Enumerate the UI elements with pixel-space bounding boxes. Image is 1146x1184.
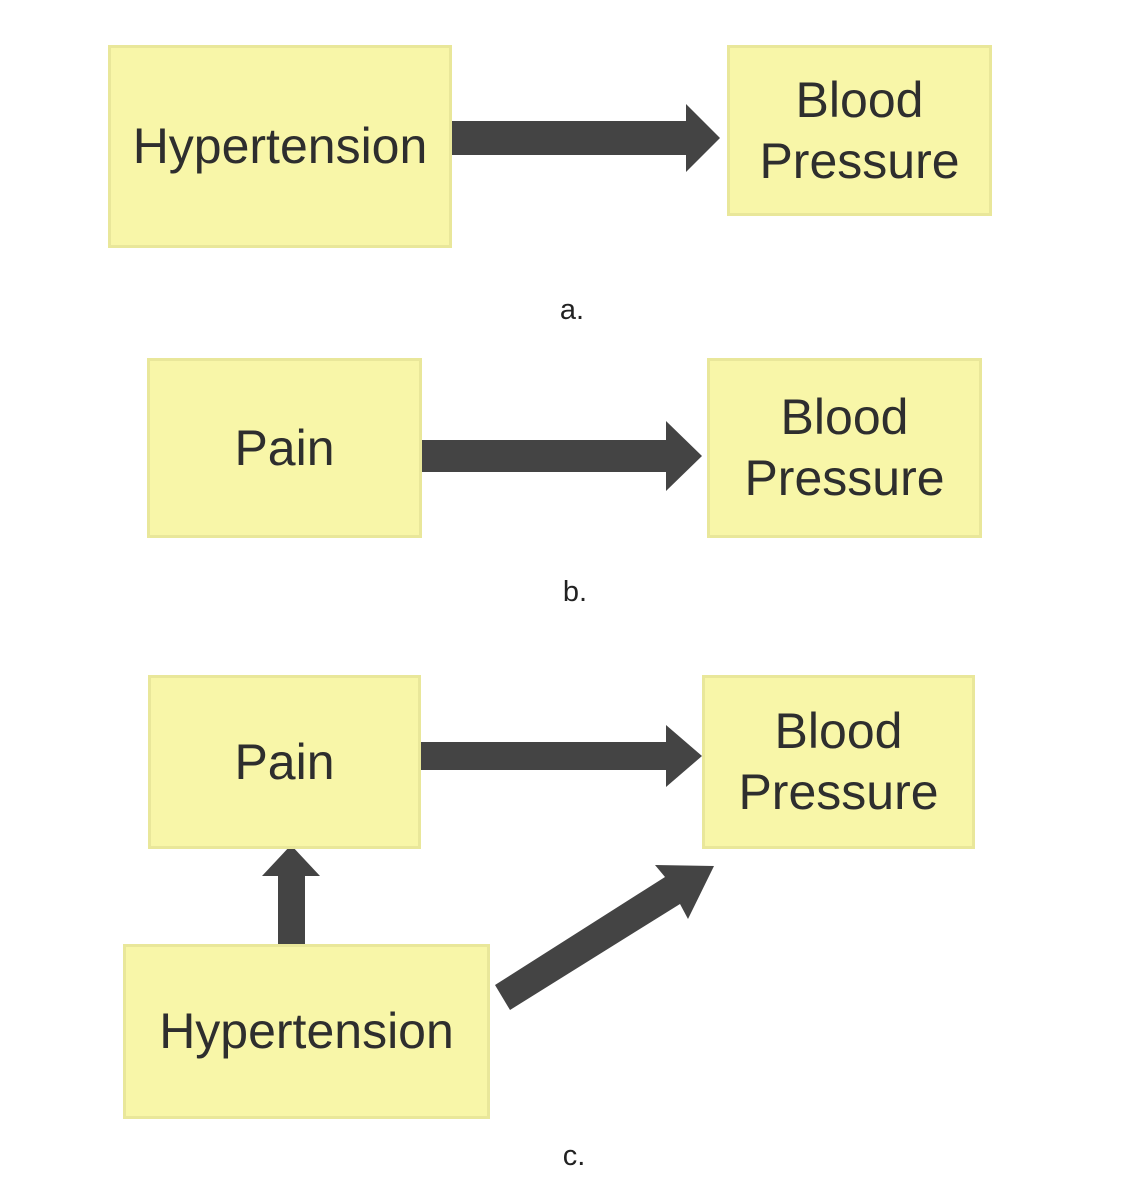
arrow-a-hypertension-to-blood-pressure xyxy=(450,104,720,172)
node-label: Pain xyxy=(234,419,335,476)
node-c-blood-pressure: Blood Pressure xyxy=(702,675,975,849)
node-c-hypertension: Hypertension xyxy=(123,944,490,1119)
caption-a: a. xyxy=(559,294,585,326)
node-c-pain: Pain xyxy=(148,675,421,849)
node-label-line2: Pressure xyxy=(759,132,960,189)
arrow-c-pain-to-blood-pressure xyxy=(418,725,702,787)
node-label: Hypertension xyxy=(159,1003,454,1059)
node-label-line1: Blood xyxy=(795,71,924,128)
node-a-blood-pressure: Blood Pressure xyxy=(727,45,992,216)
node-label: Hypertension xyxy=(132,118,428,174)
node-a-hypertension: Hypertension xyxy=(108,45,452,248)
caption-b: b. xyxy=(562,576,588,608)
arrow-b-pain-to-blood-pressure xyxy=(418,421,702,491)
node-b-blood-pressure: Blood Pressure xyxy=(707,358,982,538)
node-label-line2: Pressure xyxy=(744,450,945,506)
node-label-line1: Blood xyxy=(774,703,903,759)
node-label: Pain xyxy=(234,733,335,790)
arrow-c-hypertension-to-pain xyxy=(262,845,320,944)
node-label-line2: Pressure xyxy=(738,764,939,820)
node-b-pain: Pain xyxy=(147,358,422,538)
node-label-line1: Blood xyxy=(780,389,909,445)
caption-c: c. xyxy=(562,1140,586,1172)
arrow-c-hypertension-to-blood-pressure xyxy=(495,865,714,1010)
